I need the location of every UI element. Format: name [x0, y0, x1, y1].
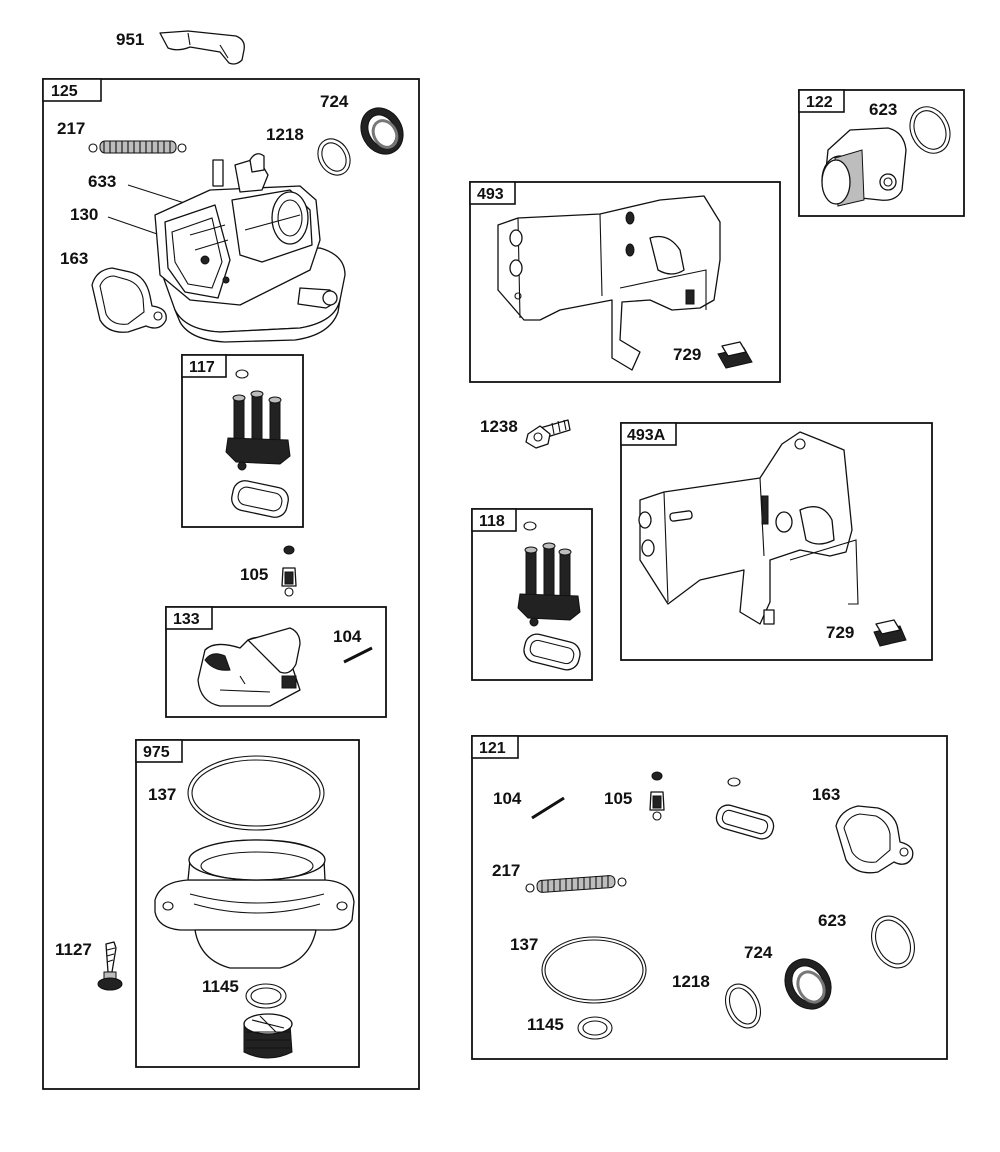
carburetor-icon [154, 153, 346, 343]
label-163: 163 [60, 249, 88, 268]
group-tag-493A [620, 422, 677, 446]
clip-icon [873, 619, 907, 647]
needle-valve-icon [649, 771, 665, 821]
bowl-nut-icon [243, 1013, 293, 1059]
label-137: 137 [510, 935, 538, 954]
group-box-118 [471, 508, 593, 681]
clip-icon [717, 341, 753, 369]
elbow-adapter-icon [821, 127, 907, 207]
label-1218: 1218 [266, 125, 304, 144]
group-label-121: 121 [479, 740, 506, 757]
group-box-125 [42, 78, 420, 1090]
group-tag-125 [42, 78, 102, 102]
spring-icon [525, 875, 627, 893]
flange-gasket-icon [91, 267, 167, 333]
label-163: 163 [812, 785, 840, 804]
seal-icon [784, 958, 832, 1010]
label-724: 724 [744, 943, 773, 962]
group-tag-133 [165, 606, 213, 630]
group-box-133 [165, 606, 387, 718]
label-1127: 1127 [55, 940, 92, 959]
float-icon [197, 627, 373, 707]
label-217: 217 [57, 119, 85, 138]
label-1218: 1218 [672, 972, 710, 991]
gasket-ring-icon [871, 915, 915, 969]
label-217: 217 [492, 861, 520, 880]
group-label-118: 118 [479, 513, 505, 530]
bracket-icon [638, 431, 859, 625]
o-ring-icon [187, 755, 325, 831]
float-bowl-icon [154, 839, 355, 969]
label-1238: 1238 [480, 417, 518, 436]
group-tag-493 [469, 181, 516, 205]
float-valve-icon [517, 521, 581, 671]
group-box-122 [798, 89, 965, 217]
label-105: 105 [240, 565, 268, 584]
label-105: 105 [604, 789, 632, 808]
label-104: 104 [493, 789, 522, 808]
pin-icon [531, 796, 565, 820]
throttle-lever-icon [159, 30, 245, 65]
group-label-975: 975 [143, 744, 170, 761]
needle-valve-icon [281, 545, 297, 597]
group-label-493A: 493A [627, 427, 666, 444]
group-tag-118 [471, 508, 517, 532]
group-tag-975 [135, 739, 183, 763]
label-729: 729 [826, 623, 854, 642]
o-ring-icon [541, 936, 647, 1004]
gasket-ring-icon [909, 106, 951, 154]
washer-icon [245, 983, 287, 1009]
group-box-121 [471, 735, 948, 1060]
label-729: 729 [673, 345, 701, 364]
group-label-117: 117 [189, 359, 215, 376]
label-1145: 1145 [527, 1015, 564, 1034]
group-box-117 [181, 354, 304, 528]
group-tag-121 [471, 735, 519, 759]
group-label-133: 133 [173, 611, 200, 628]
bracket-icon [497, 195, 721, 371]
label-137: 137 [148, 785, 176, 804]
label-130: 130 [70, 205, 98, 224]
bolt-icon [525, 419, 571, 449]
group-label-125: 125 [51, 83, 78, 100]
group-box-975 [135, 739, 360, 1068]
flange-gasket-icon [835, 805, 914, 874]
label-623: 623 [818, 911, 846, 930]
group-label-122: 122 [806, 94, 833, 111]
gasket-ring-icon [724, 983, 762, 1029]
label-724: 724 [320, 92, 349, 111]
gasket-ring-icon [317, 138, 351, 176]
label-633: 633 [88, 172, 116, 191]
seal-icon [360, 107, 404, 155]
group-box-493A [620, 422, 933, 661]
washer-icon [577, 1016, 613, 1040]
label-1145: 1145 [202, 977, 239, 996]
group-box-493 [469, 181, 781, 383]
label-951: 951 [116, 30, 144, 49]
float-valve-icon [225, 369, 291, 518]
float-seat-gasket-icon [715, 777, 775, 840]
group-tag-117 [181, 354, 227, 378]
spring-icon [88, 140, 187, 154]
label-623: 623 [869, 100, 897, 119]
screw-icon [97, 941, 123, 991]
group-tag-122 [798, 89, 845, 113]
group-label-493: 493 [477, 186, 504, 203]
label-104: 104 [333, 627, 362, 646]
